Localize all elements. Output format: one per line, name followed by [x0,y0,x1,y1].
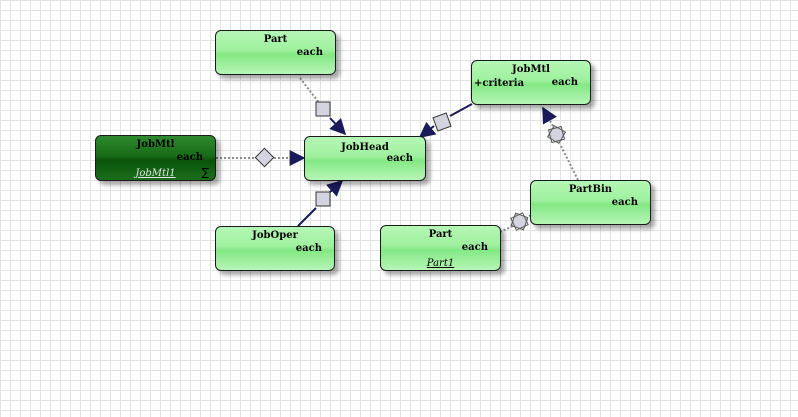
node-jobmtl-left[interactable]: JobMtl each JobMtl1 ∑ [95,135,216,181]
node-title: JobMtl [512,64,550,75]
node-criteria-label[interactable]: +criteria [474,78,525,89]
sigma-icon[interactable]: ∑ [201,166,209,179]
node-quantity: each [461,242,488,253]
connector-marker-square[interactable] [315,191,331,207]
node-part-bottom[interactable]: Part each Part1 [380,225,501,271]
node-title: JobOper [252,230,298,241]
node-alias-link[interactable]: Part1 [426,258,455,269]
node-partbin[interactable]: PartBin each [530,180,651,225]
connector-partbin-to-jobmtl[interactable] [542,106,579,181]
connector-part-to-partbin[interactable] [499,212,533,233]
connector-marker-diamond[interactable] [510,212,529,231]
node-quantity: each [551,77,578,88]
node-part-top[interactable]: Part each [215,30,336,75]
node-title: Part [428,229,453,240]
connector-jobmtl-to-jobhead[interactable] [216,147,306,168]
node-title: JobMtl [136,139,175,150]
node-quantity: each [611,197,638,208]
connector-marker-square[interactable] [432,112,452,132]
node-title: PartBin [568,184,613,195]
connector-marker-diamond[interactable] [546,124,567,145]
connector-joboper-to-jobhead[interactable] [297,179,344,227]
connector-marker-diamond[interactable] [254,147,275,168]
node-quantity: each [295,243,322,254]
connector-part-to-jobhead[interactable] [299,77,347,136]
node-title: Part [263,34,288,45]
node-title: JobHead [341,142,389,153]
connector-marker-square[interactable] [315,101,331,117]
node-quantity: each [386,153,413,164]
node-jobmtl-right[interactable]: JobMtl +criteria each [471,60,591,105]
node-quantity: each [176,152,203,163]
node-alias-link[interactable]: JobMtl1 [135,168,176,179]
node-jobhead[interactable]: JobHead each [304,136,426,181]
connector-jobmtl-right-to-jobhead[interactable] [418,103,473,138]
node-joboper[interactable]: JobOper each [215,226,335,271]
node-quantity: each [296,47,323,58]
